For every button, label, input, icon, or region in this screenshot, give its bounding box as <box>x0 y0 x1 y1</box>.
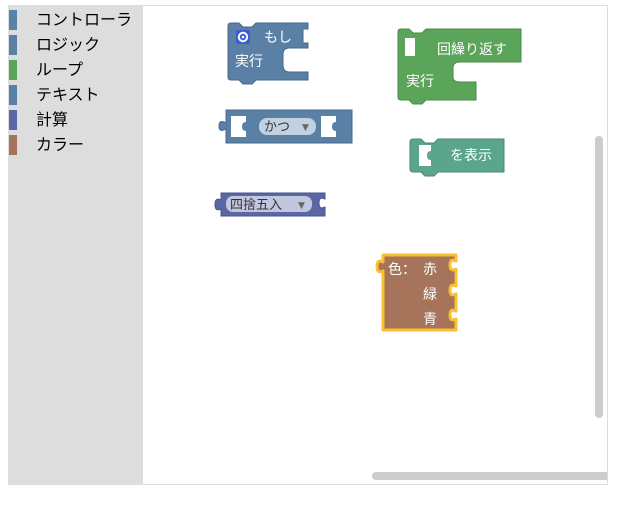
print-label: を表示 <box>450 148 492 164</box>
repeat-block[interactable]: 回繰り返す 実行 <box>397 28 532 108</box>
category-color-swatch <box>9 60 17 80</box>
category-color-swatch <box>9 135 17 155</box>
logic-operation-block[interactable]: かつ ▼ <box>216 109 361 149</box>
repeat-do-label: 実行 <box>406 74 434 90</box>
toolbox-category-color[interactable]: カラー <box>9 133 143 157</box>
toolbox-category-logic[interactable]: ロジック <box>9 33 143 57</box>
gear-icon[interactable] <box>236 30 250 44</box>
horizontal-scrollbar[interactable] <box>372 472 607 480</box>
category-color-swatch <box>9 85 17 105</box>
blue-input-label: 青 <box>423 312 437 328</box>
toolbox-category-loop[interactable]: ループ <box>9 58 143 82</box>
print-block[interactable]: を表示 <box>409 138 507 180</box>
count-input-socket[interactable] <box>405 38 415 56</box>
toolbox-category-math[interactable]: 計算 <box>9 108 143 132</box>
vertical-scrollbar[interactable] <box>595 136 603 418</box>
round-block[interactable]: 四捨五入 ▼ <box>213 192 333 222</box>
if-label: もし <box>264 30 292 46</box>
color-label: 色： <box>388 261 416 278</box>
category-label: テキスト <box>36 85 100 104</box>
category-color-swatch <box>9 35 17 55</box>
toolbox: コントローラ ロジック ループ テキスト 計算 カラー <box>9 6 143 484</box>
dropdown-arrow-icon: ▼ <box>302 123 309 133</box>
if-do-label: 実行 <box>235 54 263 70</box>
category-color-swatch <box>9 10 17 30</box>
operator-dropdown[interactable] <box>226 196 312 212</box>
toolbox-category-controller[interactable]: コントローラ <box>9 8 143 32</box>
dropdown-arrow-icon: ▼ <box>298 201 305 211</box>
category-label: ロジック <box>36 35 101 54</box>
if-block[interactable]: もし 実行 <box>227 22 327 88</box>
toolbox-category-text[interactable]: テキスト <box>9 83 143 107</box>
category-label: コントローラ <box>36 10 133 29</box>
operator-dropdown[interactable] <box>259 118 316 135</box>
category-label: 計算 <box>36 110 69 129</box>
red-input-label: 赤 <box>423 262 437 278</box>
category-label: ループ <box>36 60 84 79</box>
operator-value: 四捨五入 <box>230 197 282 213</box>
category-color-swatch <box>9 110 17 130</box>
category-label: カラー <box>36 135 85 154</box>
blockly-editor: コントローラ ロジック ループ テキスト 計算 カラー <box>8 5 608 485</box>
workspace-canvas[interactable]: もし 実行 回繰り返す 実行 かつ ▼ を表示 <box>143 6 607 484</box>
green-input-label: 緑 <box>423 287 437 303</box>
repeat-label: 回繰り返す <box>437 42 507 58</box>
operator-value: かつ <box>264 120 290 135</box>
color-rgb-block[interactable]: 色： 赤 緑 青 <box>373 253 468 334</box>
